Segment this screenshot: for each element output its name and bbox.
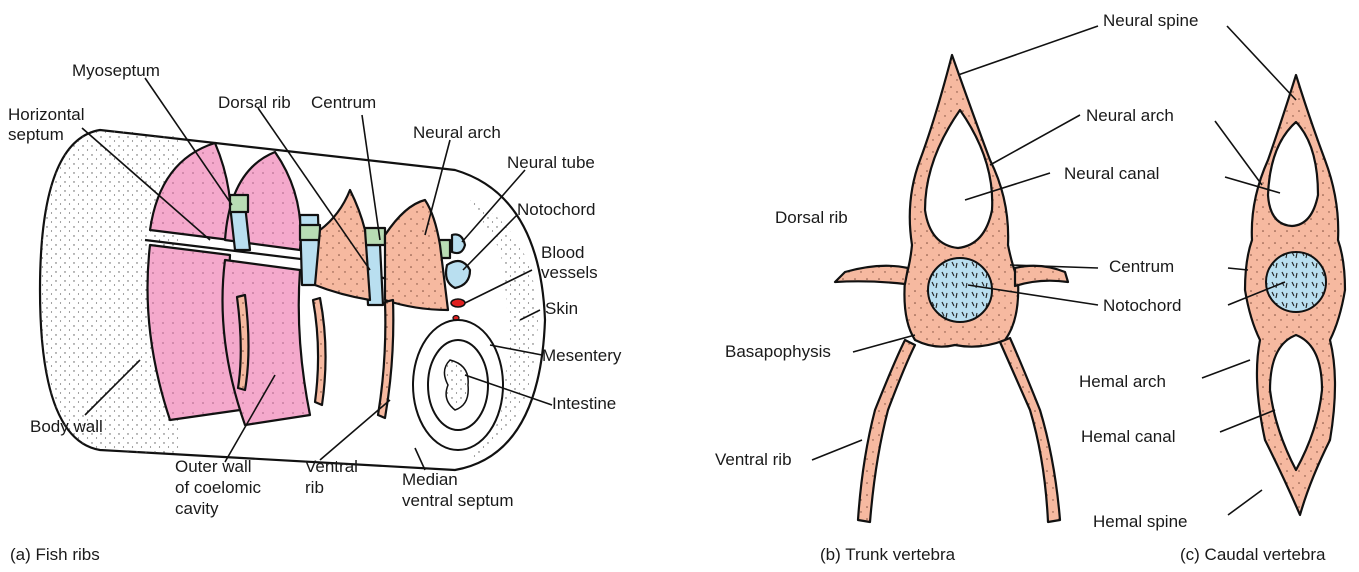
blood-vessel <box>451 299 465 307</box>
label-outer-wall-1: Outer wall <box>175 457 252 476</box>
trunk-dorsal-rib-right <box>1015 266 1068 286</box>
label-dorsal-rib: Dorsal rib <box>218 93 291 112</box>
label-centrum: Centrum <box>311 93 376 112</box>
label-horizontal-septum-1: Horizontal <box>8 105 85 124</box>
trunk-dorsal-rib-left <box>835 266 908 284</box>
trunk-ventral-rib-right <box>1000 338 1060 522</box>
label-median-2: ventral septum <box>402 491 514 510</box>
trunk-vertebra-illustration <box>835 55 1068 522</box>
label-ventral-rib-2: rib <box>305 478 324 497</box>
label-neural-arch: Neural arch <box>413 123 501 142</box>
caption-panel-b: (b) Trunk vertebra <box>820 545 956 564</box>
cartilage-3 <box>365 228 385 245</box>
label-neural-tube: Neural tube <box>507 153 595 172</box>
label-hemal-arch: Hemal arch <box>1079 372 1166 391</box>
label-outer-wall-2: of coelomic <box>175 478 261 497</box>
label-blood-vessels-1: Blood <box>541 243 584 262</box>
label-myoseptum: Myoseptum <box>72 61 160 80</box>
label-blood-vessels-2: vessels <box>541 263 598 282</box>
label-mesentery: Mesentery <box>542 346 622 365</box>
trunk-ventral-rib-left <box>858 340 915 522</box>
cartilage-1 <box>230 195 248 212</box>
label-notochord: Notochord <box>517 200 595 219</box>
caudal-vertebra-illustration <box>1245 75 1345 515</box>
caudal-notochord <box>1266 252 1326 312</box>
cartilage-2 <box>300 225 320 240</box>
label-neural-arch-b: Neural arch <box>1086 106 1174 125</box>
label-dorsal-rib-b: Dorsal rib <box>775 208 848 227</box>
caption-panel-a: (a) Fish ribs <box>10 545 100 564</box>
label-hemal-canal: Hemal canal <box>1081 427 1176 446</box>
label-ventral-rib-b: Ventral rib <box>715 450 792 469</box>
label-neural-canal: Neural canal <box>1064 164 1159 183</box>
label-horizontal-septum-2: septum <box>8 125 64 144</box>
label-centrum-b: Centrum <box>1109 257 1174 276</box>
label-hemal-spine: Hemal spine <box>1093 512 1188 531</box>
label-skin: Skin <box>545 299 578 318</box>
fish-ribs-illustration <box>40 130 545 470</box>
label-notochord-b: Notochord <box>1103 296 1181 315</box>
label-median-1: Median <box>402 470 458 489</box>
label-outer-wall-3: cavity <box>175 499 219 518</box>
label-basapophysis: Basapophysis <box>725 342 831 361</box>
label-neural-spine: Neural spine <box>1103 11 1198 30</box>
label-body-wall: Body wall <box>30 417 103 436</box>
trunk-notochord <box>928 258 992 322</box>
caption-panel-c: (c) Caudal vertebra <box>1180 545 1326 564</box>
label-intestine: Intestine <box>552 394 616 413</box>
label-ventral-rib-1: Ventral <box>305 457 358 476</box>
